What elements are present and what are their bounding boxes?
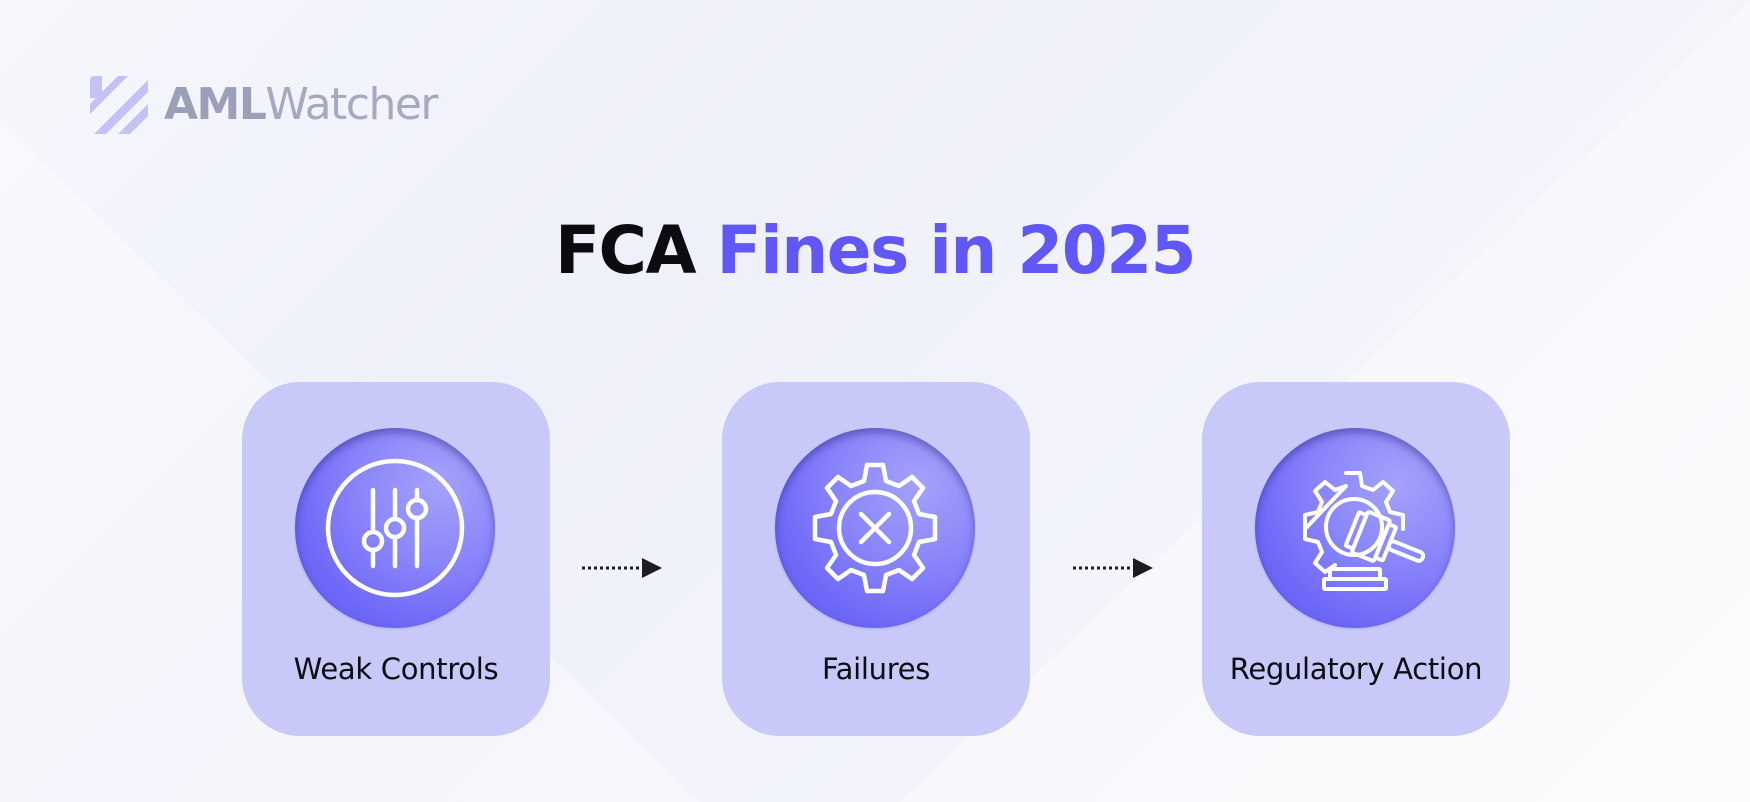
brand-name-light: Watcher [265,79,438,130]
sliders-icon [325,458,465,598]
diagonal-stripes-logo-icon [90,76,148,134]
step-card-failures: Failures [722,382,1030,736]
arrow-right-icon [582,558,662,578]
gear-x-icon [812,462,938,594]
brand-logo[interactable]: AMLWatcher [90,76,439,134]
brand-name: AMLWatcher [164,83,439,127]
icon-circle [775,428,975,628]
brand-name-bold: AML [164,79,267,130]
title-part-1: FCA [554,212,697,289]
step-card-weak-controls: Weak Controls [242,382,550,736]
page-title: FCA Fines in 2025 [0,218,1750,284]
step-label: Regulatory Action [1229,652,1483,686]
step-label: Failures [821,652,931,686]
step-label: Weak Controls [293,652,499,686]
step-card-regulatory-action: Regulatory Action [1202,382,1510,736]
title-part-2: Fines in 2025 [716,212,1197,289]
gavel-gear-icon [1303,471,1426,591]
icon-circle [295,428,495,628]
arrow-right-icon [1073,558,1153,578]
icon-circle [1255,428,1455,628]
